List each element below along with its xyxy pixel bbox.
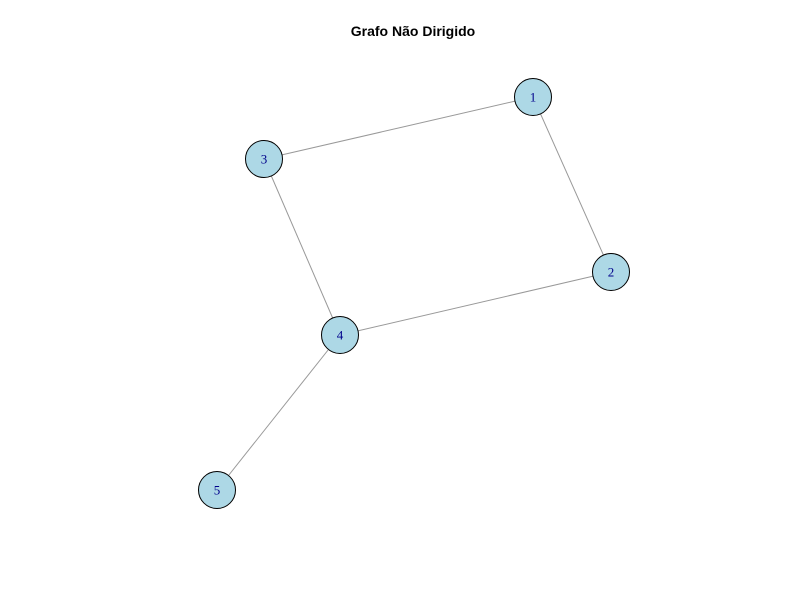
edge-4-5: [216, 334, 341, 491]
edge-1-2: [532, 96, 612, 273]
node-circle: [245, 140, 283, 178]
node-circle: [514, 78, 552, 116]
node-5: 5: [198, 471, 236, 509]
edge-3-4: [263, 158, 341, 336]
node-circle: [592, 253, 630, 291]
node-2: 2: [592, 253, 630, 291]
edges-layer: [216, 96, 612, 491]
node-3: 3: [245, 140, 283, 178]
edge-2-4: [339, 271, 612, 336]
edge-1-3: [263, 96, 534, 160]
node-circle: [321, 316, 359, 354]
node-label: 5: [214, 483, 221, 498]
node-label: 3: [261, 152, 268, 167]
node-label: 2: [608, 265, 615, 280]
node-4: 4: [321, 316, 359, 354]
node-1: 1: [514, 78, 552, 116]
node-label: 1: [530, 90, 537, 105]
nodes-layer: 1 2 3 4 5: [198, 78, 630, 509]
node-label: 4: [337, 328, 344, 343]
graph-title: Grafo Não Dirigido: [351, 23, 475, 39]
node-circle: [198, 471, 236, 509]
